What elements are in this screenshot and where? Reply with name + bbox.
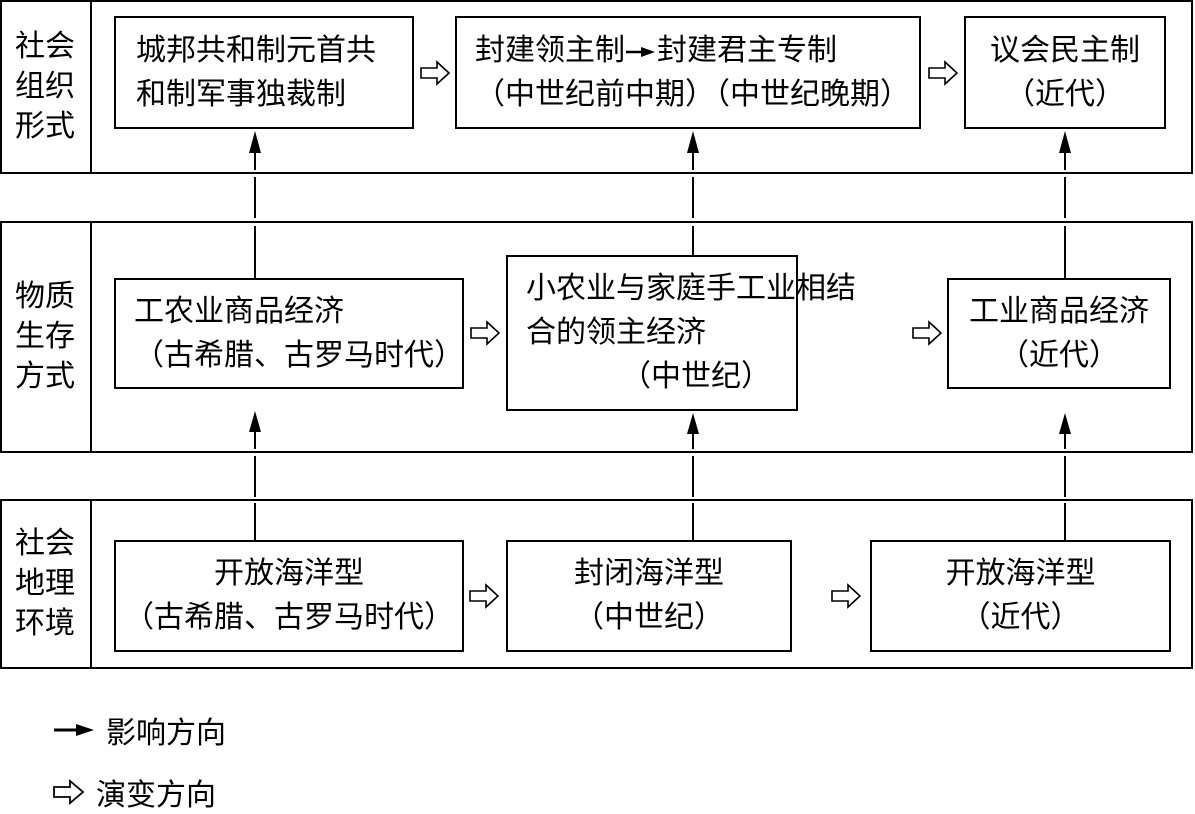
legend-label: 影响方向 bbox=[106, 716, 226, 751]
box-feudal-monarchy: 封建领主制封建君主专制 （中世纪前中期）（中世纪晚期） bbox=[455, 16, 921, 129]
box-line: 工业商品经济 bbox=[969, 293, 1149, 329]
band-label-text-material-existence: 物质 生存 方式 bbox=[0, 221, 90, 453]
box-line: （近代） bbox=[1005, 76, 1125, 112]
legend-influence-direction: 影响方向 bbox=[52, 708, 226, 752]
band-social-organization bbox=[0, 0, 1193, 174]
box-parliamentary-democracy: 议会民主制 （近代） bbox=[964, 16, 1166, 129]
box-open-maritime-modern: 开放海洋型 （近代） bbox=[870, 540, 1171, 652]
band-label-text-social-organization: 社会 组织 形式 bbox=[0, 0, 90, 174]
box-line: （中世纪前中期）（中世纪晚期） bbox=[475, 76, 910, 112]
box-line: 开放海洋型 bbox=[214, 556, 364, 591]
box-line: 合的领主经济 bbox=[526, 315, 706, 350]
box-line: （近代） bbox=[960, 600, 1081, 635]
band-label-geographic-environment bbox=[2, 501, 92, 667]
box-city-state-republic: 城邦共和制元首共 和制军事独裁制 bbox=[114, 16, 414, 129]
label-line-3: 环境 bbox=[15, 606, 75, 641]
label-line-1: 物质 bbox=[15, 279, 75, 314]
box-line: 小农业与家庭手工业相结 bbox=[526, 271, 856, 306]
label-line-2: 地理 bbox=[15, 566, 75, 601]
box-industrial-commodity-economy: 工业商品经济 （近代） bbox=[947, 278, 1171, 389]
box-line: 城邦共和制元首共 bbox=[136, 32, 376, 68]
feudal-lord-system: 封建领主制 bbox=[475, 32, 625, 68]
box-line-feudal-transition: 封建领主制封建君主专制 bbox=[475, 29, 837, 73]
label-line-2: 组织 bbox=[15, 69, 75, 104]
hollow-arrow-icon bbox=[53, 779, 85, 805]
box-line: 议会民主制 bbox=[990, 32, 1140, 68]
legend-label: 演变方向 bbox=[96, 778, 216, 813]
box-line: （中世纪） bbox=[574, 600, 724, 635]
box-agri-industrial-commodity-economy: 工农业商品经济 （古希腊、古罗马时代） bbox=[114, 278, 464, 389]
label-line-1: 社会 bbox=[15, 29, 75, 64]
box-manorial-economy: 小农业与家庭手工业相结 合的领主经济 （中世纪） bbox=[506, 255, 856, 411]
box-line: 开放海洋型 bbox=[945, 556, 1096, 591]
solid-arrow-icon bbox=[626, 46, 655, 57]
label-line-1: 社会 bbox=[15, 526, 75, 561]
box-line: （近代） bbox=[999, 337, 1119, 373]
feudal-monarchy-system: 封建君主专制 bbox=[657, 32, 837, 68]
band-label-material-existence bbox=[2, 223, 92, 451]
box-line: 封闭海洋型 bbox=[574, 556, 724, 591]
band-geographic-environment bbox=[0, 499, 1193, 669]
label-line-3: 方式 bbox=[15, 359, 75, 394]
legend-evolution-direction: 演变方向 bbox=[52, 770, 216, 814]
box-line: 和制军事独裁制 bbox=[136, 76, 346, 112]
band-label-social-organization bbox=[2, 2, 92, 172]
label-line-3: 形式 bbox=[15, 109, 75, 144]
band-label-text-geographic-environment: 社会 地理 环境 bbox=[0, 499, 90, 669]
label-line-2: 生存 bbox=[15, 319, 75, 354]
box-closed-maritime-medieval: 封闭海洋型 （中世纪） bbox=[506, 540, 792, 652]
box-open-maritime-ancient: 开放海洋型 （古希腊、古罗马时代） bbox=[114, 540, 464, 652]
box-line: （古希腊、古罗马时代） bbox=[134, 337, 464, 373]
solid-arrow-icon bbox=[54, 724, 94, 736]
box-line: 工农业商品经济 bbox=[134, 293, 344, 329]
box-line: （中世纪） bbox=[621, 359, 771, 394]
box-line: （古希腊、古罗马时代） bbox=[124, 600, 454, 635]
band-material-existence bbox=[0, 221, 1193, 453]
